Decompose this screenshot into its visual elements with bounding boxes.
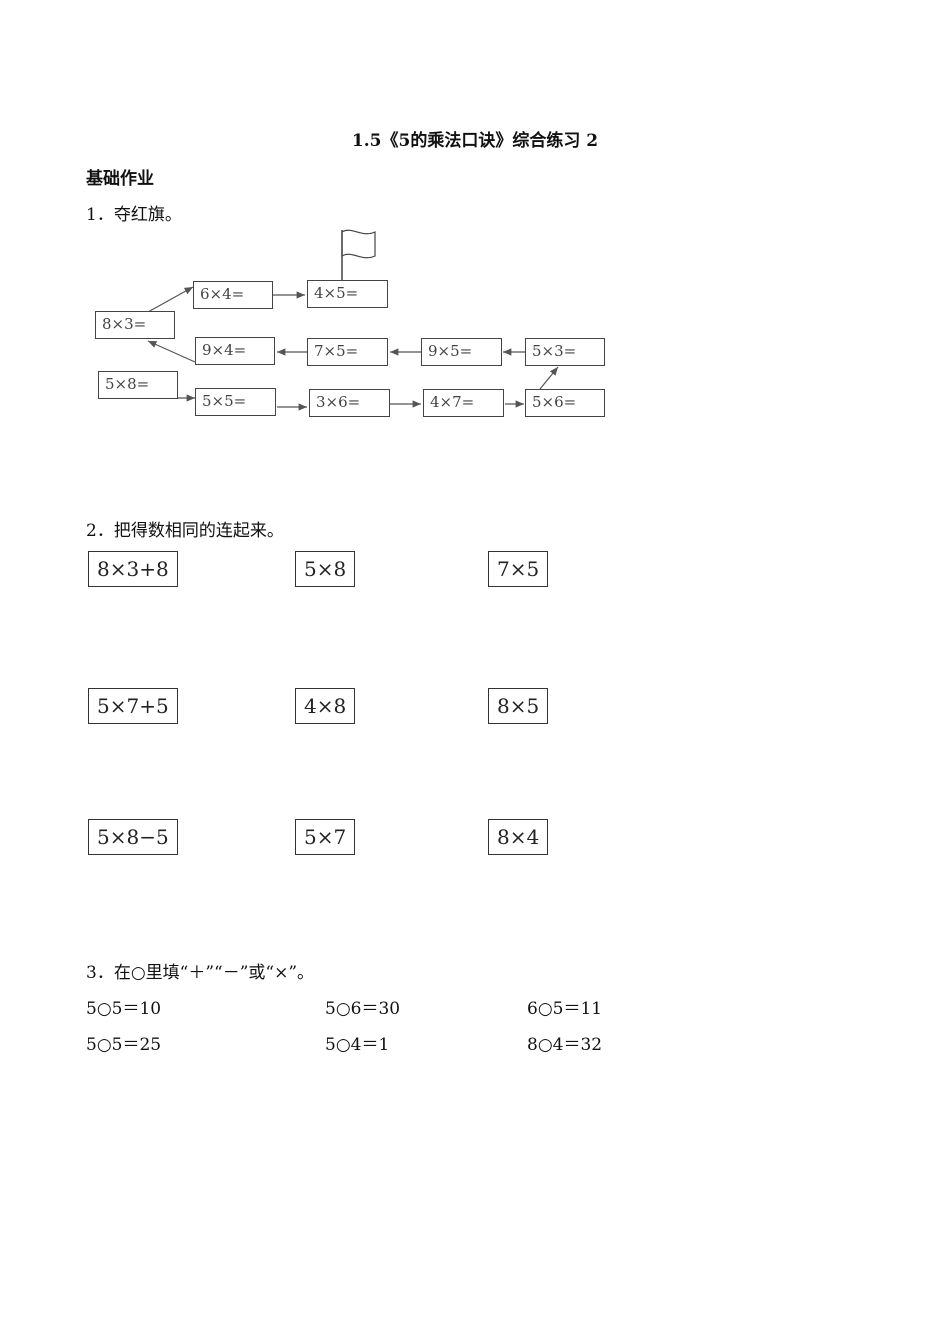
- flag-box: 9×4=: [195, 337, 275, 365]
- match-box[interactable]: 5×8−5: [88, 819, 178, 855]
- arrow-5x6-to-5x3: [539, 366, 559, 390]
- flag-box: 7×5=: [307, 338, 388, 366]
- q3-label: 3．在○里填“＋”“－”或“×”。: [86, 963, 315, 983]
- flag-box: 3×6=: [309, 389, 390, 417]
- match-box[interactable]: 5×8: [295, 551, 356, 587]
- flag-box: 5×3=: [525, 338, 605, 366]
- flag-box: 5×5=: [195, 388, 276, 416]
- flag-box: 4×5=: [307, 280, 388, 308]
- match-box[interactable]: 8×5: [488, 688, 549, 724]
- match-box[interactable]: 7×5: [488, 551, 549, 587]
- match-box[interactable]: 5×7+5: [88, 688, 178, 724]
- flag-box: 9×5=: [421, 338, 502, 366]
- flag-icon: [341, 229, 376, 282]
- flag-box: 6×4=: [193, 281, 273, 309]
- equation: 5○4＝1: [325, 1035, 390, 1055]
- flag-box: 8×3=: [95, 311, 175, 339]
- equation: 5○5＝10: [86, 999, 162, 1019]
- flag-box: 5×8=: [98, 371, 178, 399]
- q1-label: 1．夺红旗。: [86, 205, 182, 225]
- match-box[interactable]: 4×8: [295, 688, 356, 724]
- flag-box: 5×6=: [525, 389, 605, 417]
- equation: 5○5＝25: [86, 1035, 162, 1055]
- arrow-8x3-to-6x4: [147, 286, 194, 313]
- match-box[interactable]: 8×4: [488, 819, 549, 855]
- section-heading: 基础作业: [86, 169, 154, 189]
- match-box[interactable]: 5×7: [295, 819, 356, 855]
- page-title: 1.5《5的乘法口诀》综合练习 2: [351, 131, 599, 151]
- match-box[interactable]: 8×3+8: [88, 551, 178, 587]
- equation: 8○4＝32: [527, 1035, 603, 1055]
- flag-diagram: [145, 229, 559, 411]
- flag-box: 4×7=: [423, 389, 504, 417]
- equation: 6○5＝11: [527, 999, 603, 1019]
- q2-label: 2．把得数相同的连起来。: [86, 521, 284, 541]
- equation: 5○6＝30: [325, 999, 401, 1019]
- arrow-9x4-to-8x3: [147, 340, 196, 363]
